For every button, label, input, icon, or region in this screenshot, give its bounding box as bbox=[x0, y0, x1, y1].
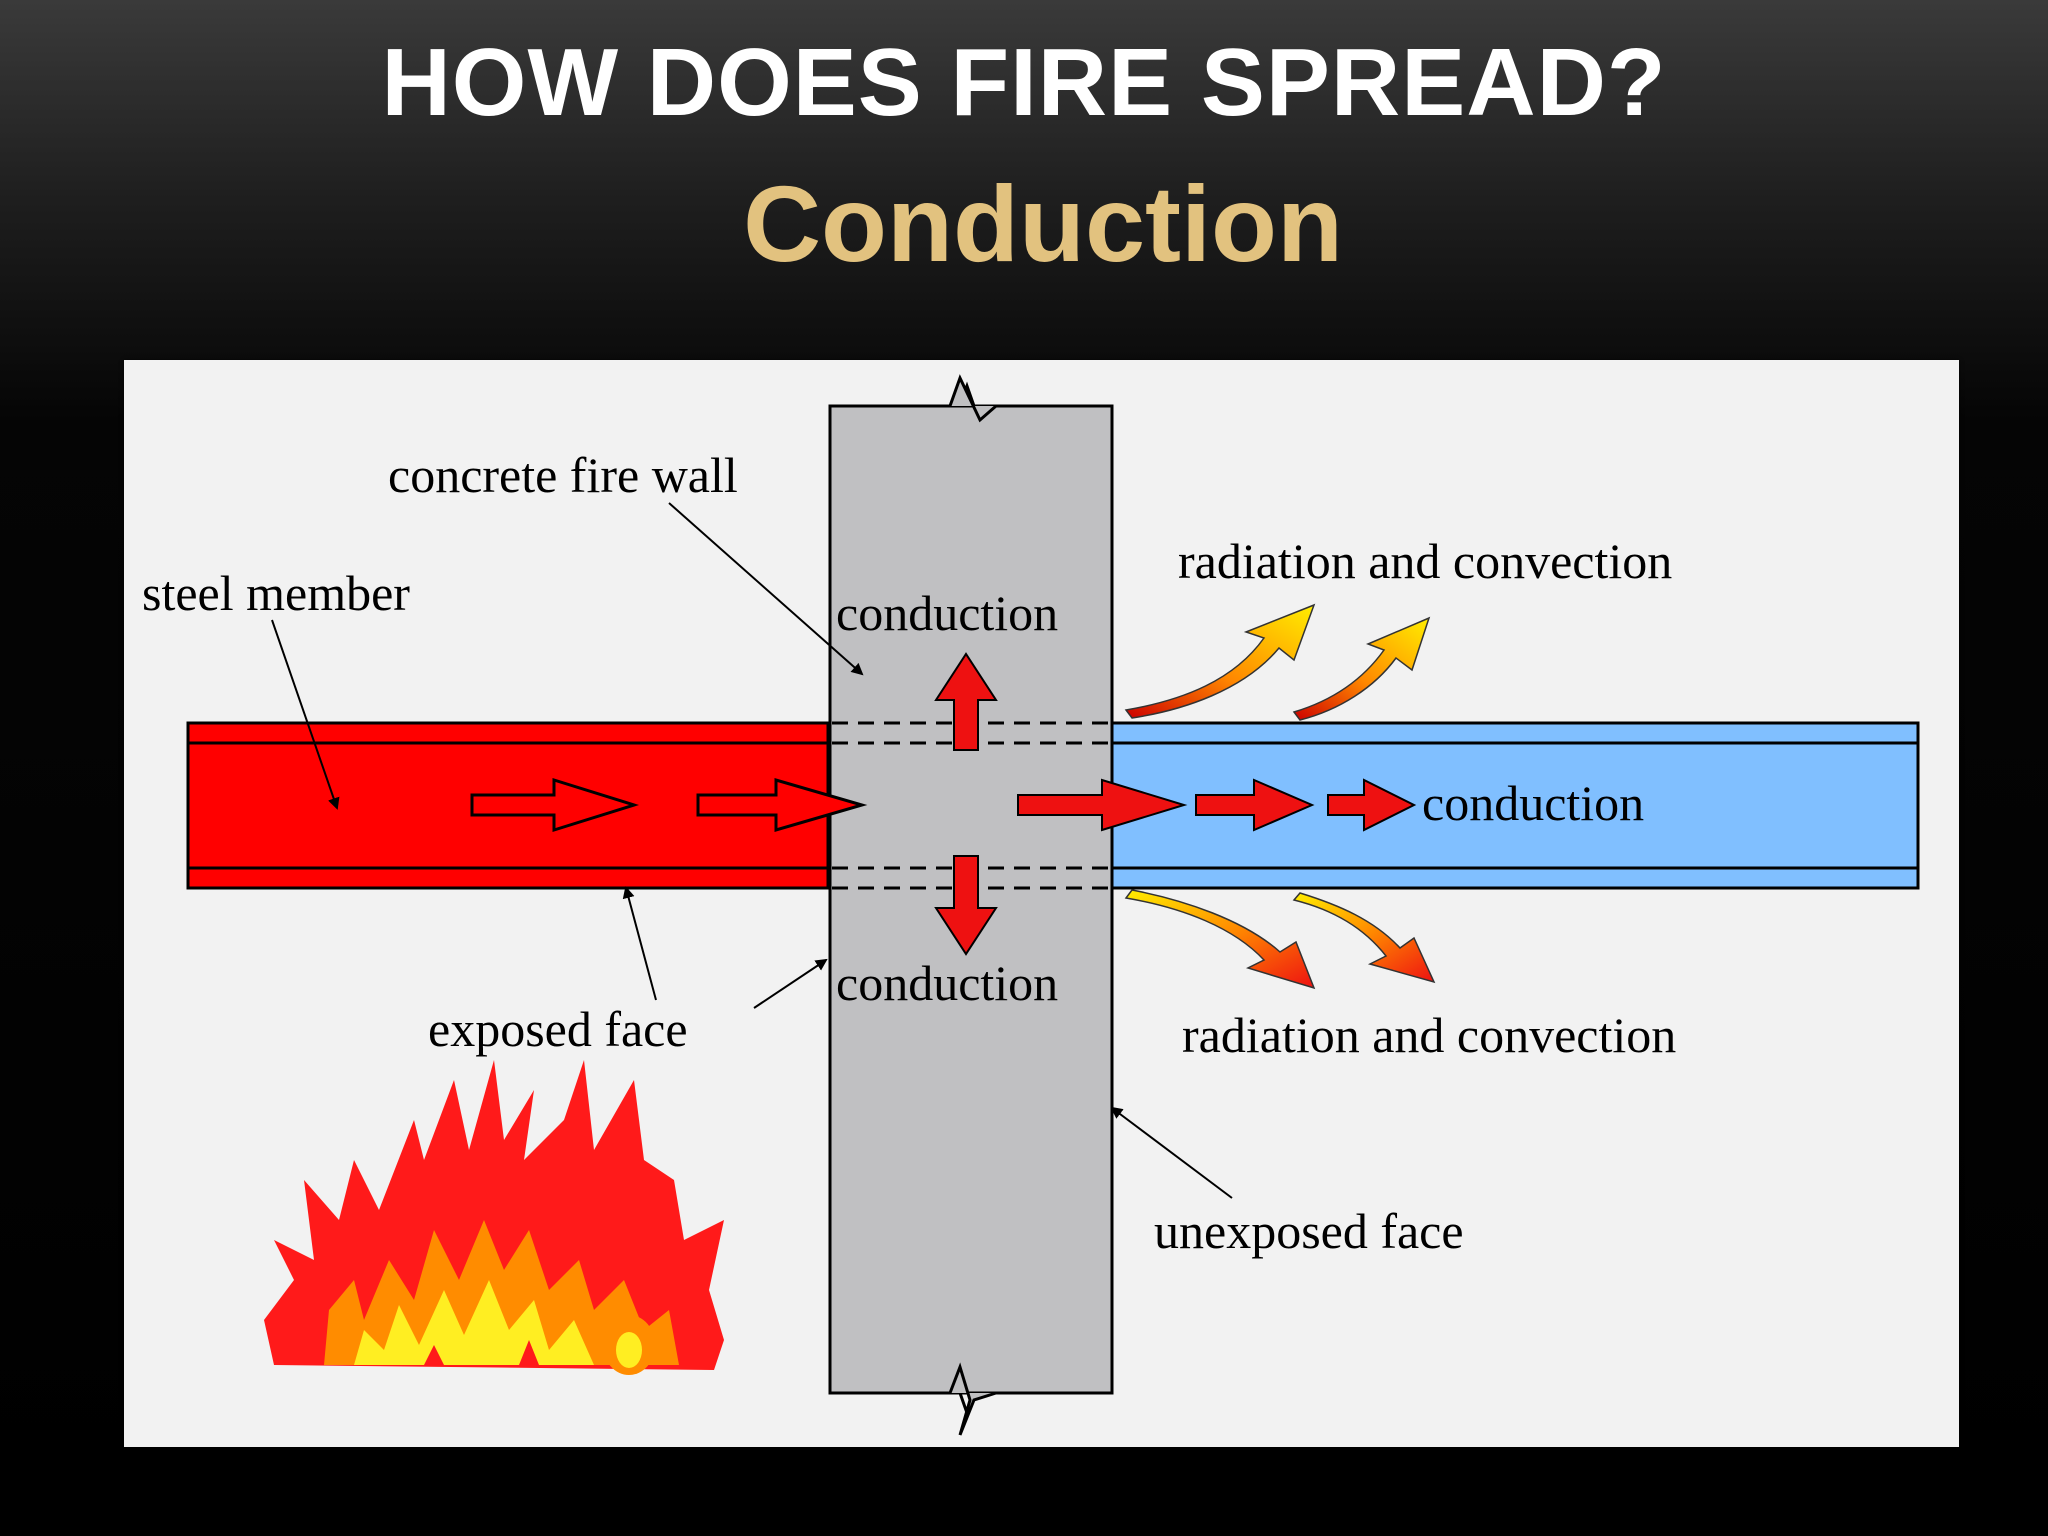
heat-flow-outline-arrow bbox=[470, 777, 640, 833]
slide-subtitle: Conduction bbox=[743, 163, 1343, 284]
label-conduction-bottom: conduction bbox=[836, 955, 1058, 1011]
pointer-steel-member bbox=[271, 619, 340, 810]
radiation-arrows-top bbox=[1124, 603, 1431, 721]
conduction-arrow-right bbox=[1195, 778, 1315, 832]
conduction-arrow-down bbox=[934, 855, 998, 956]
label-radiation-top: radiation and convection bbox=[1178, 533, 1672, 589]
label-radiation-bottom: radiation and convection bbox=[1182, 1007, 1676, 1063]
label-conduction-top: conduction bbox=[836, 585, 1058, 641]
slide-title: HOW DOES FIRE SPREAD? bbox=[381, 29, 1667, 136]
fire-icon bbox=[264, 1060, 724, 1375]
pointer-exposed-face-steel bbox=[622, 886, 657, 1001]
pointer-concrete-fire-wall bbox=[668, 502, 864, 676]
label-conduction-right: conduction bbox=[1422, 775, 1644, 831]
diagram-canvas: concrete fire wall steel member conducti… bbox=[142, 374, 1920, 1436]
label-concrete-fire-wall: concrete fire wall bbox=[388, 447, 738, 503]
conduction-diagram: concrete fire wall steel member conducti… bbox=[124, 360, 1959, 1447]
label-steel-member: steel member bbox=[142, 565, 410, 621]
pointer-exposed-face-wall bbox=[753, 958, 828, 1009]
heat-flow-outline-arrow bbox=[696, 778, 868, 832]
label-exposed-face: exposed face bbox=[428, 1001, 688, 1057]
conduction-arrow-up bbox=[934, 652, 998, 751]
radiation-arrows-bottom bbox=[1124, 889, 1436, 990]
pointer-unexposed-face bbox=[1110, 1106, 1233, 1199]
conduction-arrow-right bbox=[1327, 778, 1417, 832]
label-unexposed-face: unexposed face bbox=[1154, 1203, 1464, 1259]
conduction-arrow-right bbox=[1017, 778, 1188, 832]
